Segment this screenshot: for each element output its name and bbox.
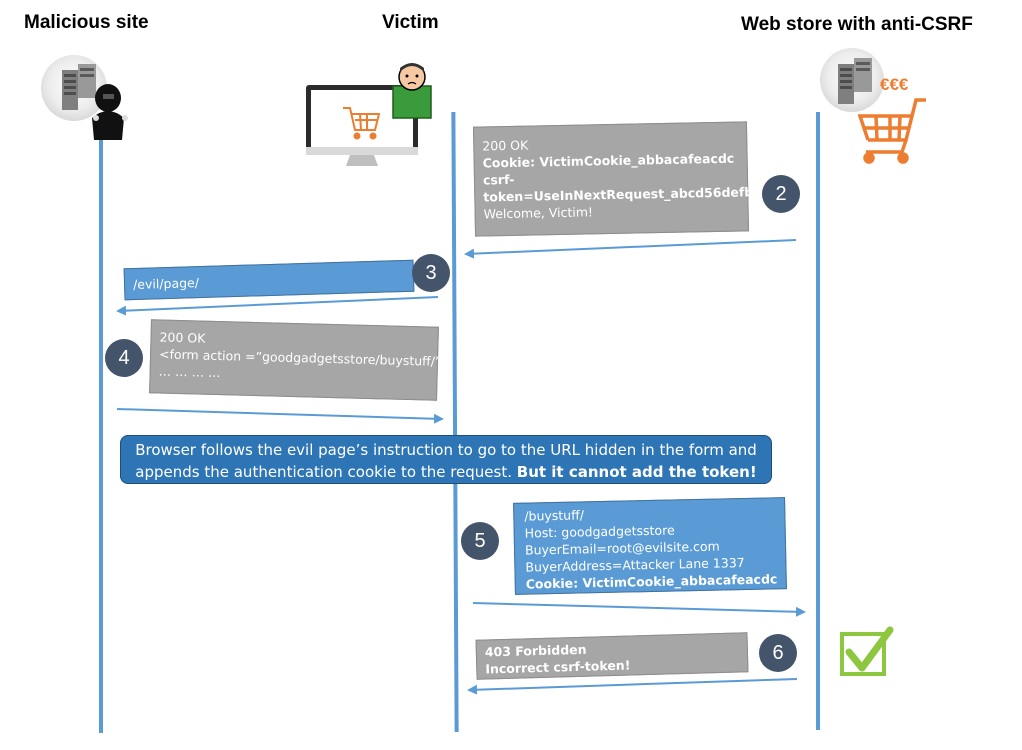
header-malicious-site: Malicious site [24,12,149,33]
step-5-badge: 5 [461,522,499,560]
lifeline-malicious [99,118,103,733]
banner-text: Browser follows the evil page’s instruct… [135,441,757,481]
banner-bold-text: But it cannot add the token! [516,463,757,481]
explanation-banner: Browser follows the evil page’s instruct… [120,435,772,484]
message-4-note: 200 OK <form action =”goodgadgetsstore/b… [149,319,442,401]
message-2-note: 200 OK Cookie: VictimCookie_abbacafeacdc… [472,121,753,237]
arrow-5-victim-to-store [472,602,806,617]
currency-label: €€€ [880,75,909,94]
m2-welcome: Welcome, Victim! [483,204,594,222]
server-icon [41,55,107,121]
step-2-badge: 2 [762,175,800,213]
message-6-note: 403 Forbidden Incorrect csrf-token! [475,632,749,680]
hacker-icon [92,84,128,140]
shopping-cart-icon-small [343,107,381,140]
step-3-badge: 3 [412,254,450,292]
checkmark-icon [840,626,894,676]
arrow-4-malicious-to-victim [116,408,444,424]
step-4-badge: 4 [105,339,143,377]
step-6-badge: 6 [759,634,797,672]
lifeline-store [816,112,820,730]
arrow-2-store-to-victim [464,239,797,259]
header-web-store: Web store with anti-CSRF [741,14,973,35]
victim-person-icon [392,63,432,119]
arrow-6-store-to-victim [467,678,798,695]
m3-path: /evil/page/ [132,275,200,293]
header-victim: Victim [382,12,439,33]
arrow-3-victim-to-malicious [116,296,439,316]
store-server-icon [820,48,884,112]
shopping-cart-icon [857,98,926,164]
message-5-note: /buystuff/ Host: goodgadgetsstore BuyerE… [513,497,787,595]
